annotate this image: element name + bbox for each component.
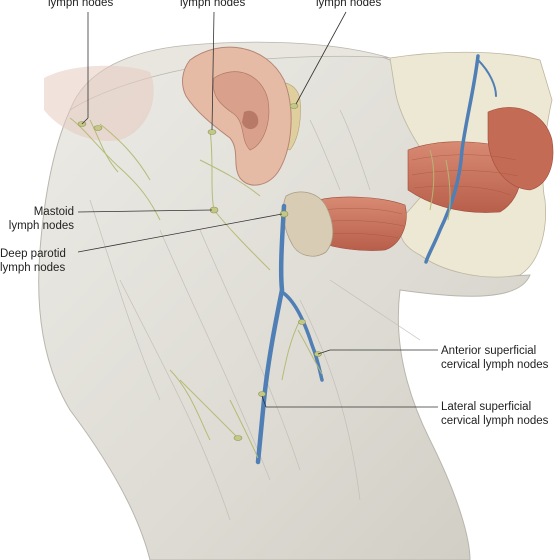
label-line: Anterior superficial	[441, 345, 537, 357]
label-occipital-lymph-nodes: lymph nodes	[48, 0, 113, 10]
facial-vein-branch	[477, 59, 497, 97]
occipital-muscle	[44, 65, 154, 141]
fascia-contours	[89, 109, 421, 521]
label-deep-parotid-lymph-nodes: Deep parotid lymph nodes	[0, 247, 66, 275]
lateral-cervical-node	[233, 435, 243, 441]
ear-inner	[212, 71, 270, 151]
label-line: Mastoid	[33, 206, 74, 218]
leader-parotid	[295, 11, 347, 105]
occipital-node	[93, 125, 103, 131]
label-line: cervical lymph nodes	[441, 415, 549, 427]
label-anterior-superficial-cervical-lymph-nodes: Anterior superficial cervical lymph node…	[441, 344, 548, 372]
label-line: lymph nodes	[8, 220, 74, 232]
retroauricular-node	[207, 129, 217, 135]
label-line: Lateral superficial	[441, 401, 532, 413]
label-lateral-superficial-cervical-lymph-nodes: Lateral superficial cervical lymph nodes	[441, 400, 548, 428]
lip-muscle	[487, 107, 554, 191]
label-mastoid-lymph-nodes: Mastoid lymph nodes	[0, 205, 74, 233]
label-line: lymph nodes	[48, 0, 114, 9]
label-line: lymph nodes	[180, 0, 246, 9]
ear-canal	[242, 110, 259, 130]
leader-anterior-cervical-branch	[317, 349, 331, 355]
leader-retroauricular	[211, 11, 215, 131]
label-line: Deep parotid	[0, 248, 66, 260]
label-retroauricular-lymph-nodes: lymph nodes	[180, 0, 245, 10]
anterior-jugular-branch	[280, 290, 324, 382]
leader-lateral-cervical-branch	[261, 395, 267, 408]
lymph-vessels	[69, 117, 451, 459]
leader-deep-parotid	[77, 213, 283, 253]
anterior-cervical-node	[298, 319, 306, 325]
leader-occipital-branch	[81, 117, 89, 125]
leader-mastoid	[77, 209, 213, 213]
label-parotid-lymph-nodes: lymph nodes	[316, 0, 381, 10]
label-line: lymph nodes	[0, 262, 66, 274]
parotid-gland	[282, 191, 334, 257]
veins	[255, 54, 497, 465]
facial-vein	[424, 54, 480, 264]
lateral-cervical-node	[258, 391, 266, 397]
external-jugular-vein	[255, 203, 287, 465]
lymph-nodes	[77, 103, 322, 441]
label-line: cervical lymph nodes	[441, 359, 549, 371]
leader-lines	[77, 11, 438, 408]
parotid-node	[289, 103, 299, 109]
label-line: lymph nodes	[316, 0, 382, 9]
